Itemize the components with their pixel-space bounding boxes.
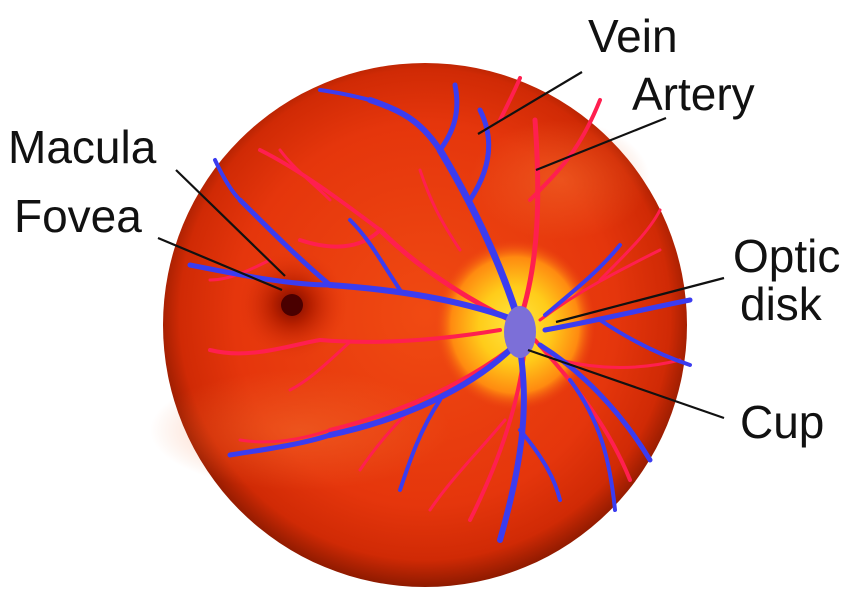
label-macula: Macula (8, 121, 157, 173)
label-optic-line1: Optic (733, 230, 840, 282)
retina-glow-2 (470, 120, 650, 240)
label-vein: Vein (588, 10, 678, 62)
label-cup: Cup (740, 396, 824, 448)
label-artery: Artery (632, 68, 755, 120)
label-optic-line2: disk (740, 278, 823, 330)
fovea (281, 294, 303, 316)
label-fovea: Fovea (14, 190, 142, 242)
